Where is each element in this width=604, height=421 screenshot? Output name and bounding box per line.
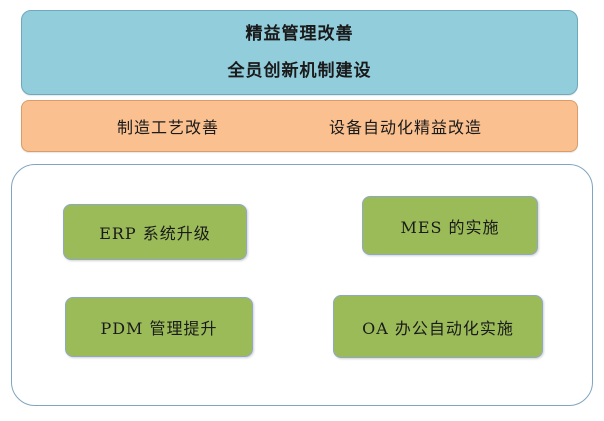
banner-top-line1: 精益管理改善	[245, 24, 354, 45]
banner-second-left-label: 制造工艺改善	[116, 118, 219, 137]
banner-second-right-label: 设备自动化精益改造	[328, 118, 482, 137]
banner-process-improvement: 制造工艺改善 设备自动化精益改造	[21, 100, 578, 152]
project-node-oa-label: OA 办公自动化实施	[362, 318, 514, 338]
project-node-oa[interactable]: OA 办公自动化实施	[333, 295, 543, 358]
project-node-erp-label: ERP 系统升级	[99, 224, 211, 243]
project-node-erp[interactable]: ERP 系统升级	[63, 204, 247, 260]
project-node-pdm-label: PDM 管理提升	[100, 319, 218, 338]
project-node-mes[interactable]: MES 的实施	[362, 196, 538, 255]
project-node-pdm[interactable]: PDM 管理提升	[65, 297, 253, 357]
banner-lean-management: 精益管理改善 全员创新机制建设	[21, 10, 578, 95]
project-node-mes-label: MES 的实施	[400, 217, 500, 237]
banner-top-line2: 全员创新机制建设	[227, 60, 372, 81]
